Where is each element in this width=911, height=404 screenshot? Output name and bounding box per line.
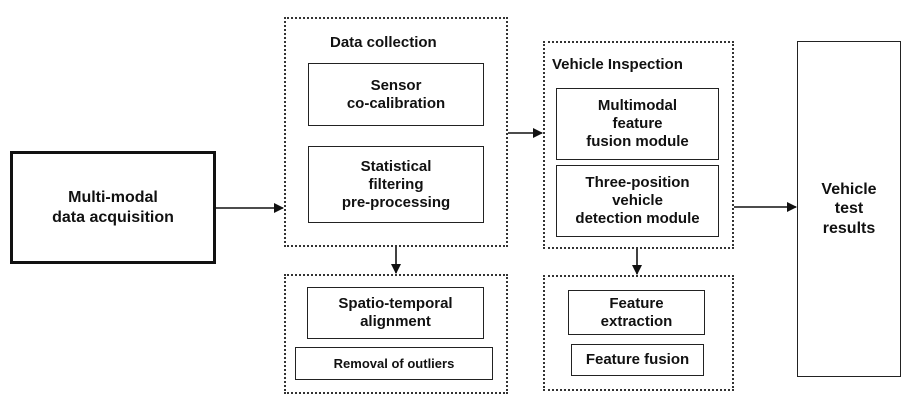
vehicle-inspection-group [543,41,734,249]
multimodal-acquisition-label: Multi-modal data acquisition [52,189,174,226]
data-collection-group [284,17,508,247]
statistical-filtering-box: Statistical filtering pre-processing [308,146,484,223]
statistical-filtering-label: Statistical filtering pre-processing [341,157,451,211]
vehicle-test-results-label: Vehicle test results [821,181,877,237]
feature-extraction-box: Feature extraction [568,290,705,335]
vehicle-test-results-box: Vehicle test results [797,41,901,377]
multimodal-fusion-label: Multimodal feature fusion module [586,97,689,150]
multimodal-fusion-box: Multimodal feature fusion module [556,88,719,160]
feature-fusion-box: Feature fusion [571,344,704,376]
spatio-temporal-box: Spatio-temporal alignment [307,287,484,339]
feature-group [543,275,734,391]
feature-fusion-label: Feature fusion [585,351,690,368]
sensor-calibration-label: Sensor co-calibration [346,76,446,112]
three-position-detection-label: Three-position vehicle detection module [575,174,700,227]
vehicle-inspection-title: Vehicle Inspection [552,56,683,73]
three-position-detection-box: Three-position vehicle detection module [556,165,719,237]
spatio-temporal-label: Spatio-temporal alignment [338,295,453,330]
multimodal-acquisition-box: Multi-modal data acquisition [10,151,216,264]
data-collection-title: Data collection [330,34,437,51]
outlier-removal-box: Removal of outliers [295,347,493,380]
feature-extraction-label: Feature extraction [600,294,673,330]
outlier-removal-label: Removal of outliers [333,355,455,371]
sensor-calibration-box: Sensor co-calibration [308,63,484,126]
preprocessing-group [284,274,508,394]
